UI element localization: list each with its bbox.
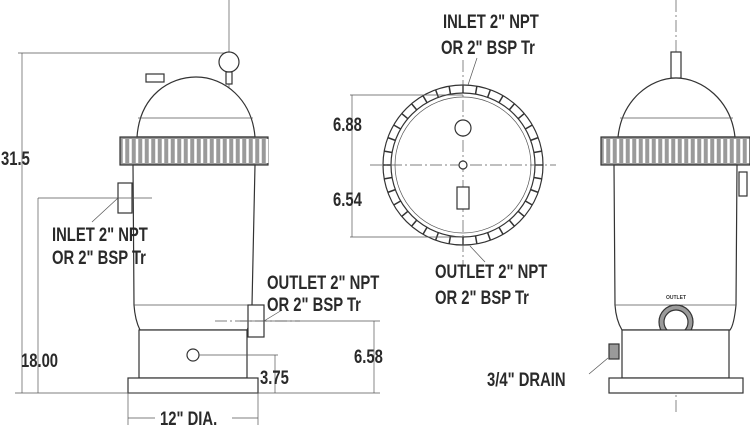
ring-tooth	[498, 226, 504, 235]
ring-tooth	[508, 103, 515, 111]
side-inlet-label-1: INLET 2" NPT	[52, 224, 148, 245]
ring-tooth	[393, 200, 402, 206]
top-outlet-label-1: OUTLET 2" NPT	[435, 261, 548, 282]
ring-tooth	[486, 232, 492, 241]
inlet-height-dimension: 18.00	[21, 350, 58, 371]
pressure-gauge-icon	[218, 51, 240, 73]
ring-tooth	[384, 150, 393, 154]
ring-tooth	[533, 150, 542, 154]
side-outlet-label-2: OR 2" BSP Tr	[267, 294, 361, 315]
total-height-dimension: 31.5	[1, 148, 30, 169]
drain-label: 3/4" DRAIN	[487, 369, 566, 390]
top-outlet-label-2: OR 2" BSP Tr	[435, 287, 529, 308]
ring-tooth	[486, 89, 492, 98]
side-outlet-label-1: OUTLET 2" NPT	[267, 272, 380, 293]
ring-tooth	[411, 219, 418, 227]
front-view-filter	[588, 0, 750, 412]
top-view-filter	[350, 57, 556, 265]
ring-tooth	[422, 95, 428, 104]
ring-tooth	[422, 226, 428, 235]
ring-tooth	[401, 113, 409, 120]
ring-tooth	[411, 103, 418, 111]
ring-tooth	[498, 95, 504, 104]
ring-tooth	[524, 124, 533, 130]
side-view-filter	[15, 0, 380, 425]
ring-tooth	[448, 86, 452, 95]
outlet-tag: OUTLET	[666, 295, 686, 301]
ring-tooth	[401, 210, 409, 217]
ring-tooth	[530, 136, 539, 142]
ring-tooth	[474, 86, 478, 95]
ring-tooth	[508, 219, 515, 227]
ring-tooth	[434, 89, 440, 98]
ring-tooth	[387, 136, 396, 142]
lower-offset-dimension: 6.54	[333, 189, 362, 210]
diameter-dimension: 12" DIA.	[160, 408, 217, 429]
top-inlet-label-1: INLET 2" NPT	[443, 11, 539, 32]
drain-height-dimension: 3.75	[260, 367, 289, 388]
drain-port	[186, 348, 200, 362]
ring-tooth	[474, 235, 478, 244]
ring-tooth	[384, 176, 393, 180]
ring-tooth	[530, 188, 539, 194]
drain-plug	[608, 343, 620, 360]
ring-tooth	[533, 176, 542, 180]
ring-tooth	[524, 200, 533, 206]
ring-tooth	[387, 188, 396, 194]
outlet-height-dimension: 6.58	[354, 346, 383, 367]
ring-tooth	[434, 232, 440, 241]
side-inlet-label-2: OR 2" BSP Tr	[52, 247, 146, 268]
ring-tooth	[517, 113, 525, 120]
ring-tooth	[517, 210, 525, 217]
ring-tooth	[393, 124, 402, 130]
top-inlet-label-2: OR 2" BSP Tr	[441, 37, 535, 58]
clamp-ring	[119, 136, 269, 166]
upper-offset-dimension: 6.88	[333, 114, 362, 135]
